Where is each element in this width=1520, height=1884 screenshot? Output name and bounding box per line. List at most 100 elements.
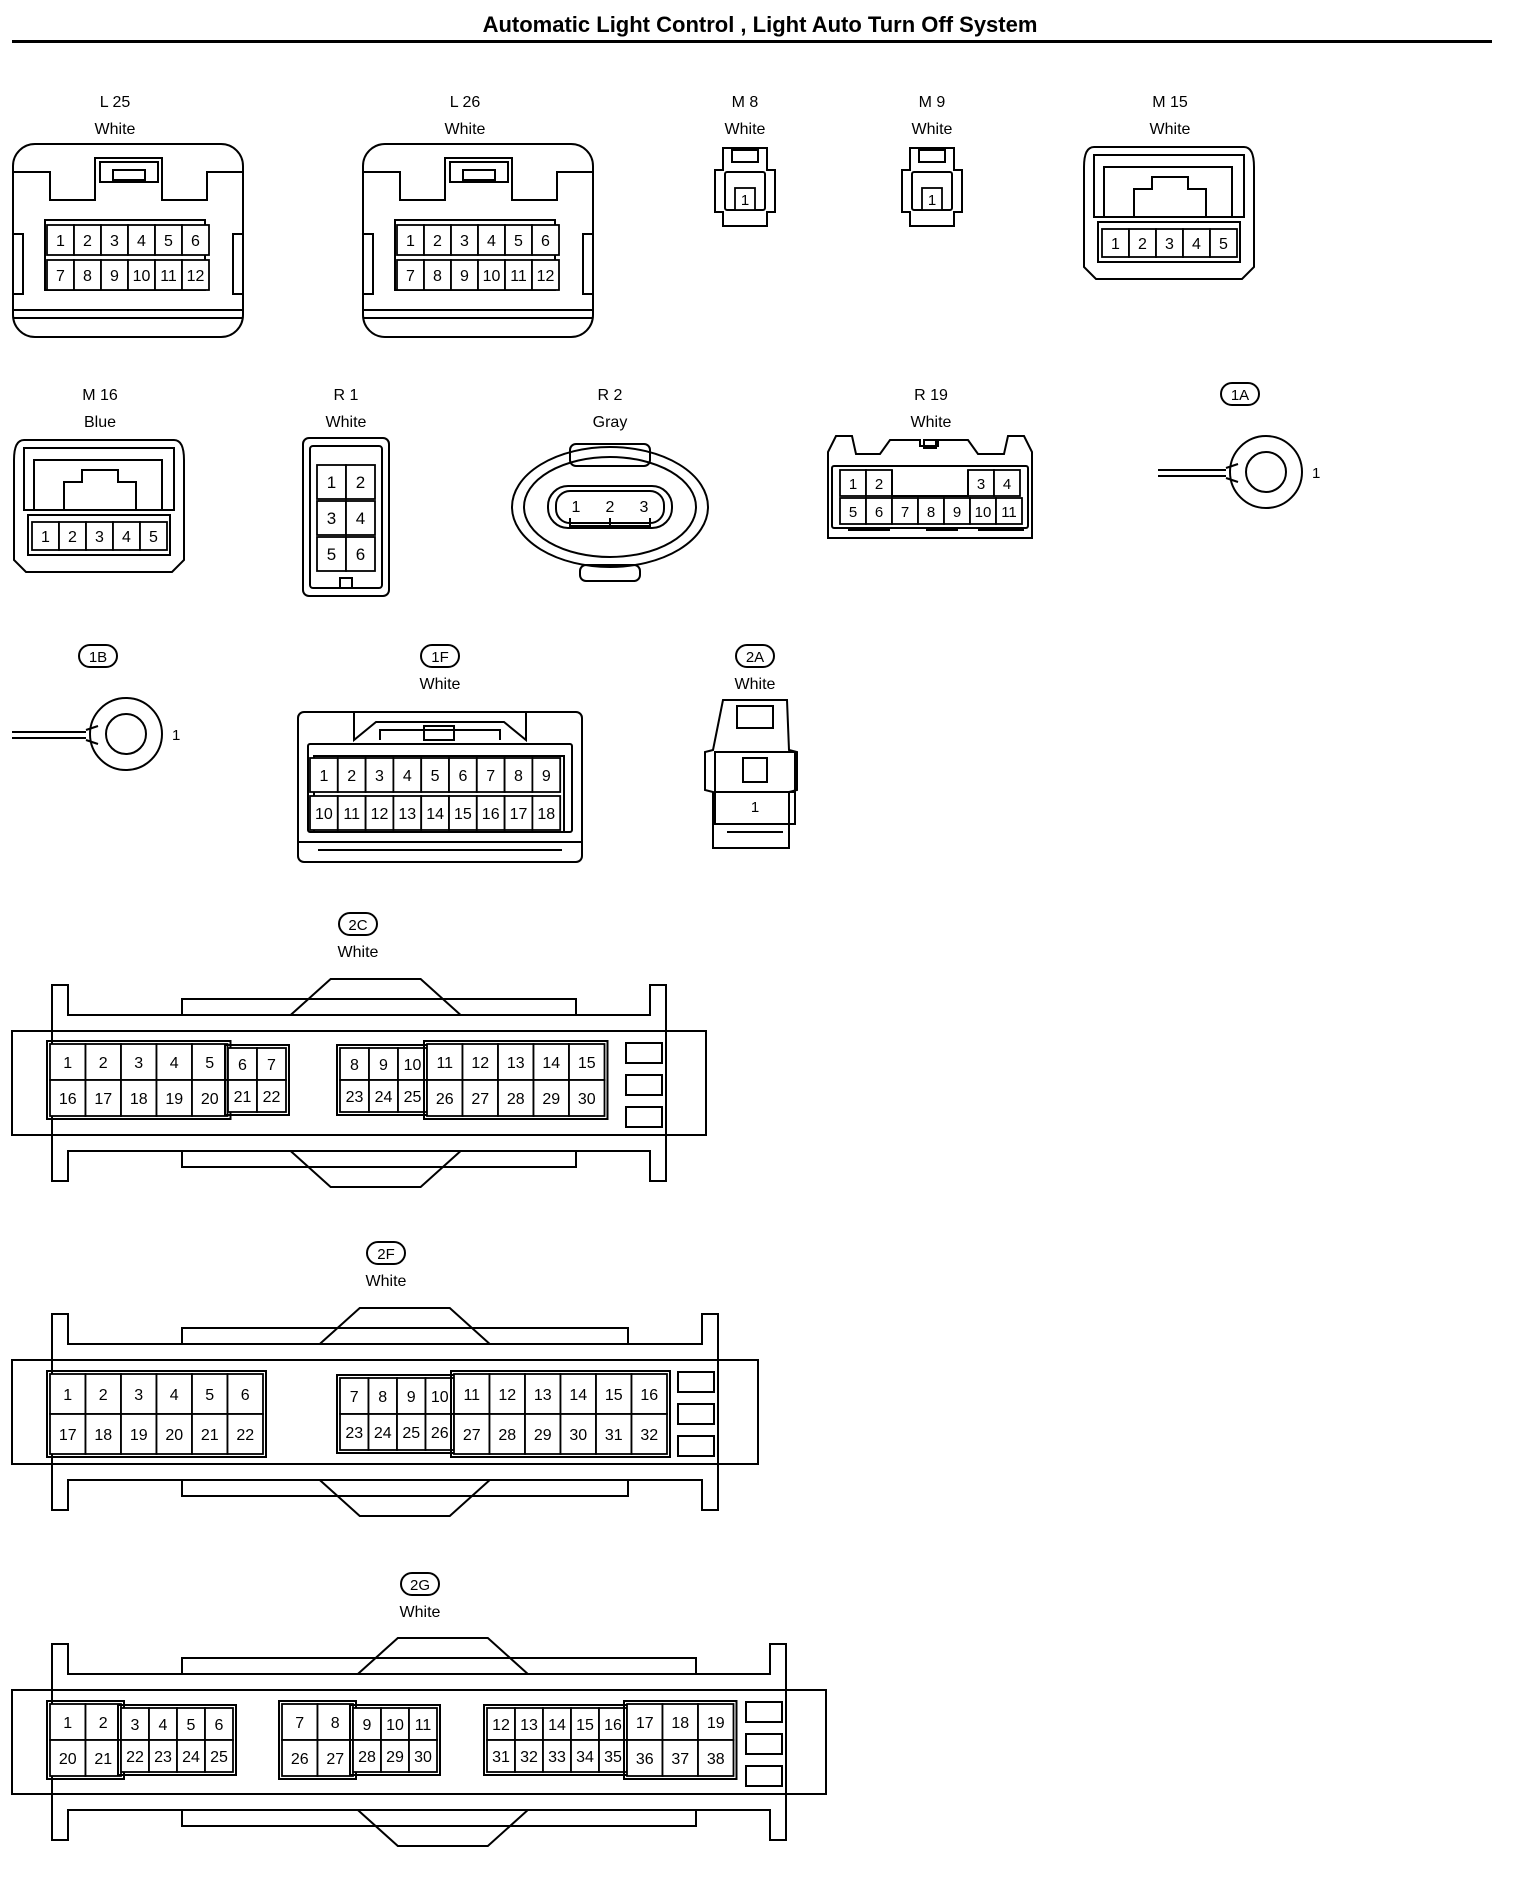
pin-cell <box>734 187 756 211</box>
pin-number: 12 <box>471 1055 489 1072</box>
pin-number: 22 <box>263 1089 281 1106</box>
connector-code: L 25 <box>100 94 131 111</box>
pin-number: 12 <box>537 268 555 285</box>
pin-cell <box>1128 228 1157 258</box>
pin-number: 18 <box>130 1091 148 1108</box>
pin-number: 4 <box>356 509 365 528</box>
pin-cell <box>559 1373 597 1415</box>
pin-number: 29 <box>542 1091 560 1108</box>
pin-cell <box>396 1413 427 1451</box>
pin-number: 8 <box>927 504 935 521</box>
pin-cell <box>155 1413 193 1455</box>
pin-number: 23 <box>346 1089 364 1106</box>
pin-cell <box>559 1413 597 1455</box>
pin-number: 2 <box>347 768 356 785</box>
pin-cell <box>339 1047 370 1081</box>
pin-cell <box>368 1079 399 1113</box>
connector-code-badge <box>1220 382 1260 406</box>
pin-number: 7 <box>267 1057 276 1074</box>
pin-number: 11 <box>1001 504 1017 521</box>
pin-cell <box>408 1739 438 1773</box>
pin-number: 6 <box>241 1387 250 1404</box>
pin-cell <box>475 795 506 831</box>
pin-number: 3 <box>1165 236 1174 253</box>
pin-number: 20 <box>201 1091 219 1108</box>
pin-number: 6 <box>191 233 200 250</box>
pin-cell <box>524 1413 562 1455</box>
pin-cell <box>31 521 60 551</box>
pin-number: 13 <box>534 1387 552 1404</box>
pin-cell <box>380 1707 410 1741</box>
pin-number: 4 <box>403 768 412 785</box>
pin-number: 3 <box>640 499 649 516</box>
pin-number: 7 <box>295 1715 304 1732</box>
pin-number: 4 <box>170 1055 179 1072</box>
pin-number: 22 <box>126 1749 144 1766</box>
pin-number: 30 <box>569 1427 587 1444</box>
pin-number: 12 <box>492 1717 510 1734</box>
pin-number: 8 <box>350 1057 359 1074</box>
pin-cell <box>127 259 156 291</box>
pin-cell <box>364 757 395 793</box>
pin-number: 5 <box>205 1055 214 1072</box>
pin-number: 19 <box>165 1091 183 1108</box>
pin-cell <box>531 259 560 291</box>
title-divider <box>12 40 1492 43</box>
pin-cell <box>420 757 450 793</box>
pin-number: 14 <box>548 1717 566 1734</box>
pin-cell <box>227 1079 258 1113</box>
pin-number: 3 <box>134 1387 143 1404</box>
connector-color: White <box>95 121 136 138</box>
pin-number: 10 <box>133 268 151 285</box>
connector-code: M 9 <box>919 94 946 111</box>
pin-cell <box>49 1079 87 1117</box>
pin-cell <box>524 1373 562 1415</box>
pin-cell <box>697 1739 735 1777</box>
connector-code: R 19 <box>914 387 948 404</box>
pin-cell <box>448 757 478 793</box>
pin-cell <box>1209 228 1238 258</box>
pin-cell <box>120 1739 150 1773</box>
pin-number: 10 <box>431 1389 449 1406</box>
connector-color: White <box>338 944 379 961</box>
connector-code: 2F <box>377 1246 395 1263</box>
pin-cell <box>191 1079 229 1117</box>
pin-number: 6 <box>215 1717 224 1734</box>
pin-number: 1 <box>63 1715 72 1732</box>
pin-number: 14 <box>426 806 444 823</box>
pin-number: 2 <box>99 1387 108 1404</box>
pin-number: 26 <box>291 1751 309 1768</box>
pin-number: 4 <box>1003 476 1011 493</box>
pin-cell <box>204 1739 234 1773</box>
connector-color: Blue <box>84 414 116 431</box>
pin-number: 14 <box>542 1055 560 1072</box>
pin-number: 11 <box>510 268 527 285</box>
pin-number: 3 <box>134 1055 143 1072</box>
pin-number: 12 <box>498 1387 516 1404</box>
pin-number: 3 <box>327 509 336 528</box>
pin-number: 11 <box>343 806 360 823</box>
pin-number: 10 <box>404 1057 422 1074</box>
pin-number: 5 <box>1219 236 1228 253</box>
pin-number: 7 <box>406 268 415 285</box>
pin-number: 6 <box>875 504 883 521</box>
pin-cell <box>426 1043 464 1081</box>
pin-number: 32 <box>520 1749 538 1766</box>
pin-number: 20 <box>59 1751 77 1768</box>
pin-number: 18 <box>537 806 555 823</box>
pin-number: 5 <box>327 545 336 564</box>
pin-cell <box>139 521 168 551</box>
pin-number: 16 <box>604 1717 622 1734</box>
pin-number: 29 <box>386 1749 404 1766</box>
pin-number: 6 <box>458 768 467 785</box>
pin-number: 34 <box>576 1749 594 1766</box>
pin-cell <box>181 259 210 291</box>
pin-cell <box>316 500 347 536</box>
connector-code-badge <box>400 1572 440 1596</box>
